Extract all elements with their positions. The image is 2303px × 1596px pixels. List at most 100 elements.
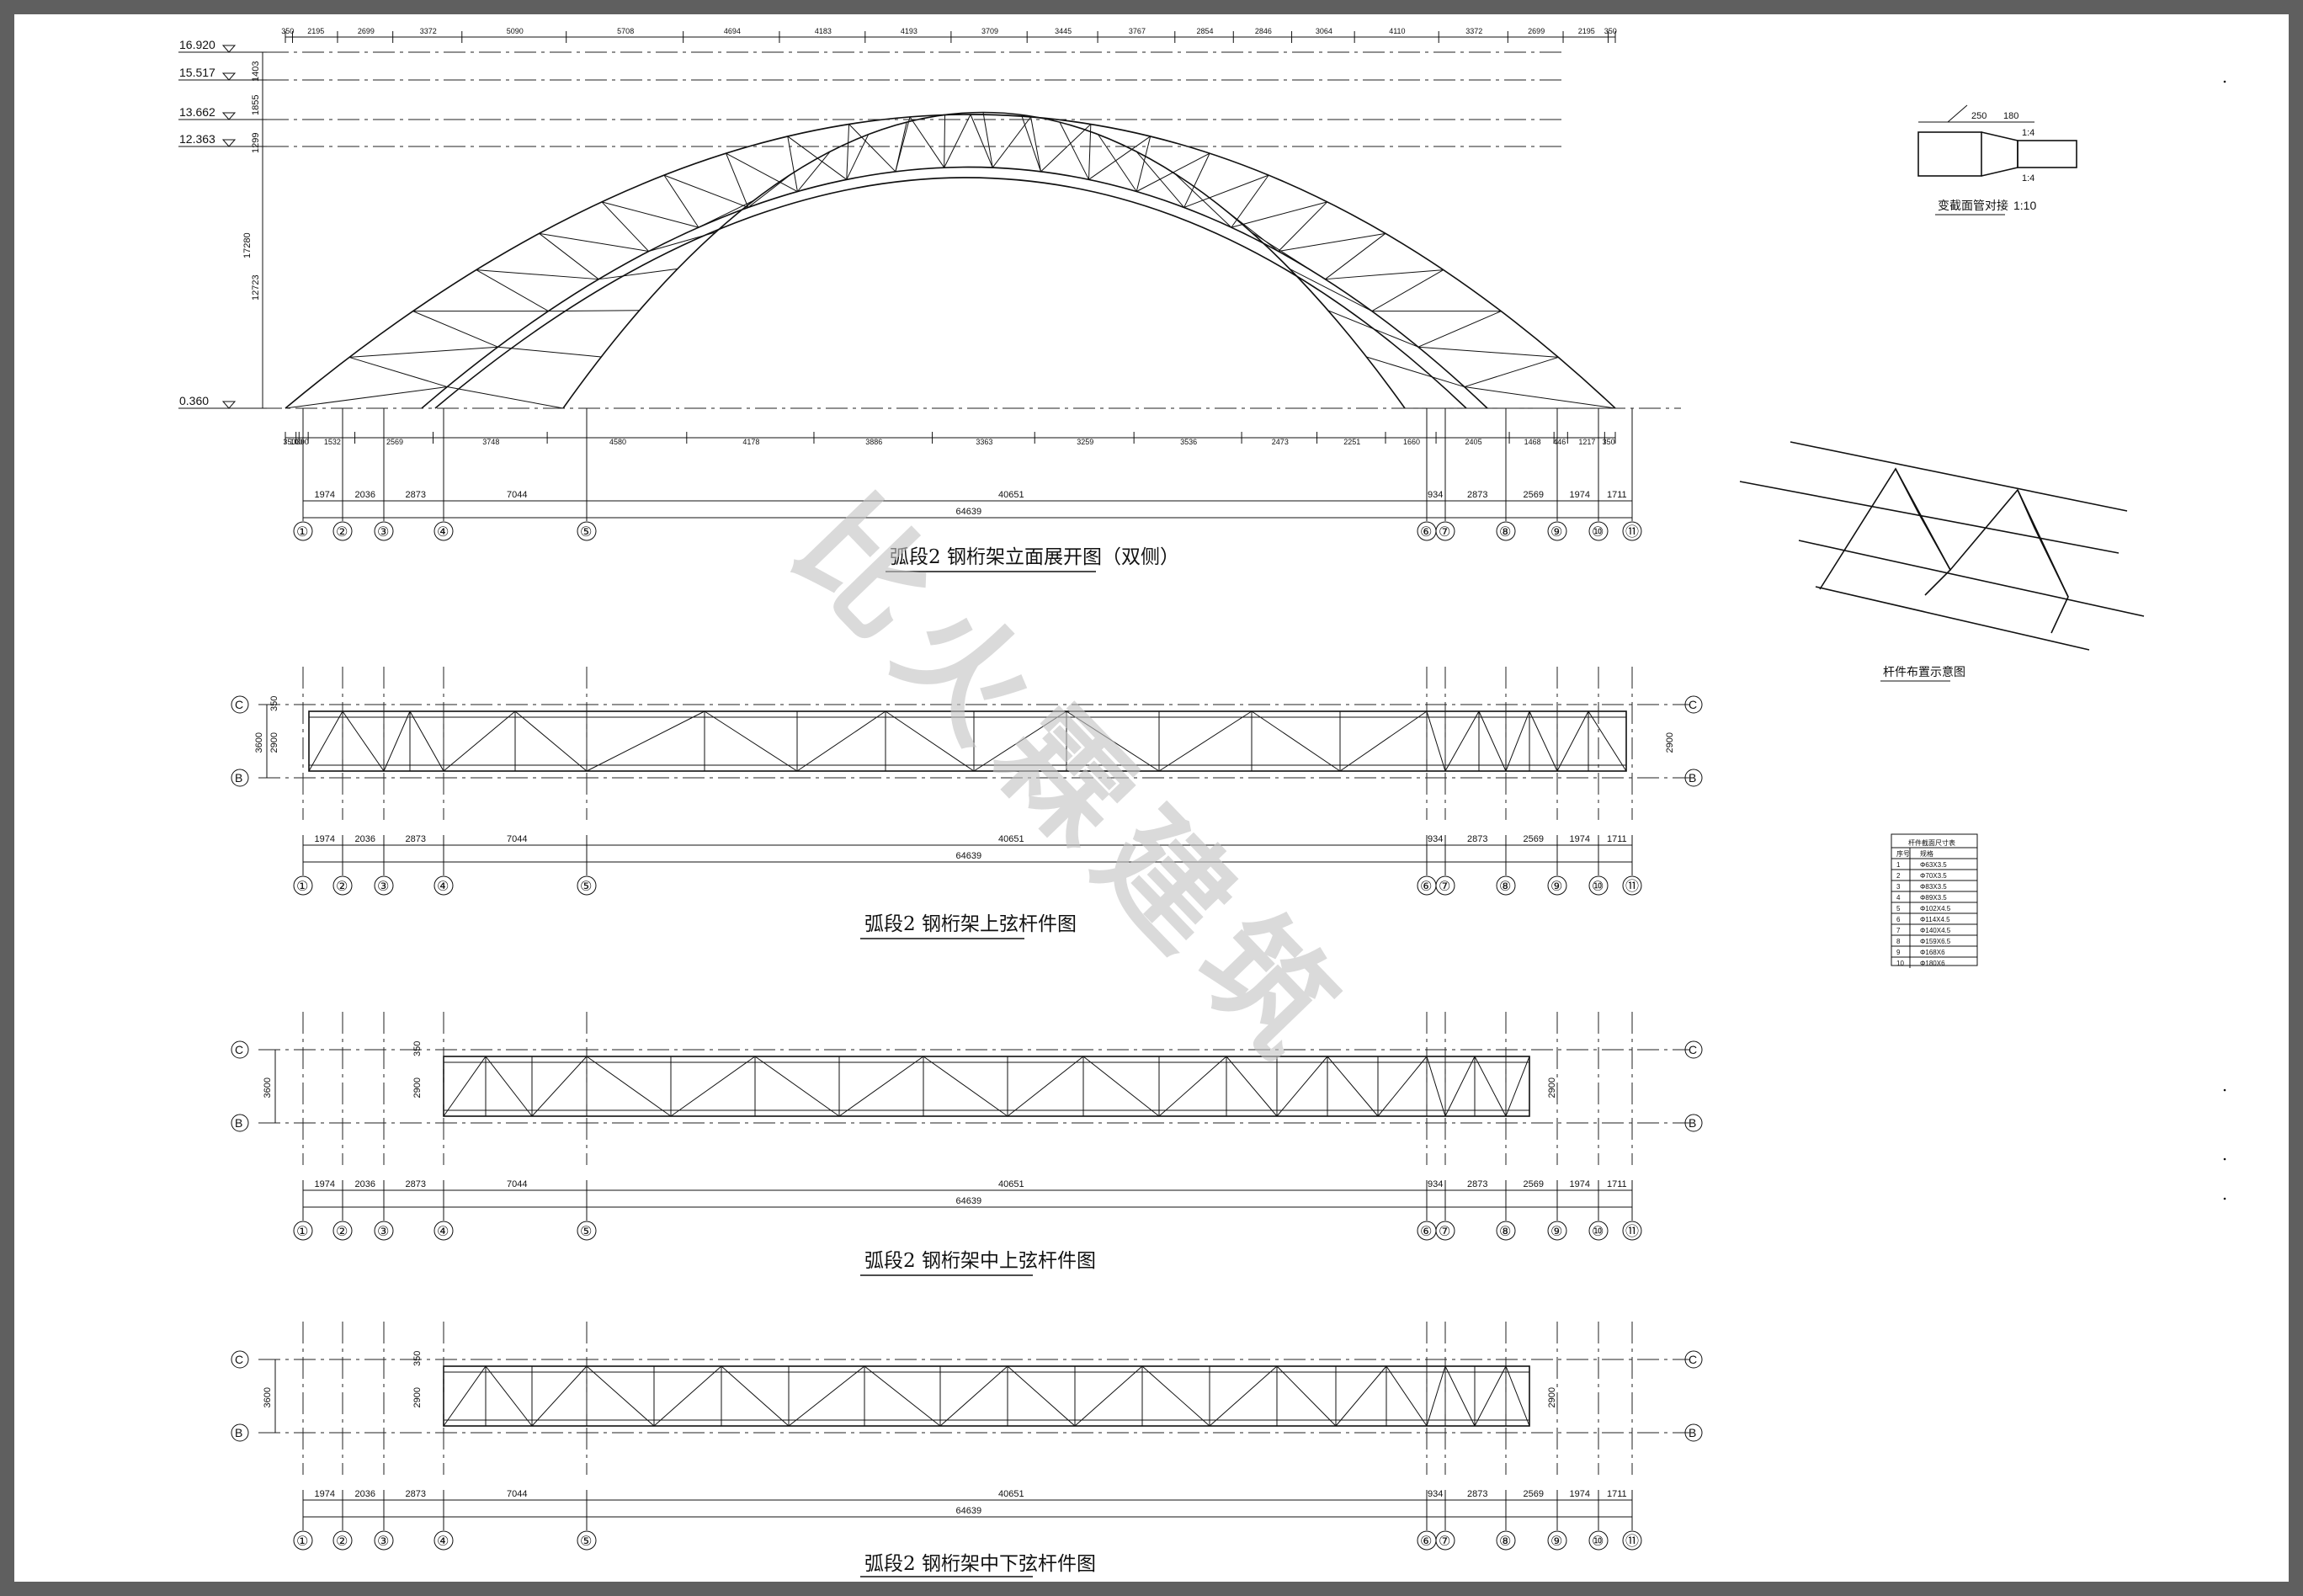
axis-label: ⑧ <box>1499 1225 1511 1239</box>
row-axis-bubble <box>231 695 249 714</box>
web-member <box>409 710 444 772</box>
web-member <box>1066 710 1160 772</box>
axis-bubble <box>433 1530 454 1551</box>
axis-label: ⑤ <box>580 880 592 894</box>
axis-spacing-value: 2036 <box>355 490 375 500</box>
member-table-index: 6 <box>1896 916 1901 923</box>
axis-spacing-value: 1711 <box>1607 490 1627 500</box>
web-member <box>1007 1365 1076 1427</box>
axis-bubble <box>293 1530 313 1551</box>
plan-width-value: 3600 <box>263 1077 273 1098</box>
web-member <box>485 1056 533 1117</box>
row-axis-bubble <box>1684 1040 1703 1059</box>
row-axis-label: C <box>1689 1353 1697 1366</box>
axis-spacing-value: 1974 <box>315 490 335 500</box>
axis-bubble <box>332 875 353 896</box>
vertical-dim-body: 12723 <box>251 274 261 301</box>
web-diagonal <box>848 124 896 173</box>
axis-label: ③ <box>377 880 389 894</box>
web-member <box>308 710 343 772</box>
support-dim-value: 1468 <box>1524 438 1541 446</box>
member-table-index: 5 <box>1896 905 1901 912</box>
row-axis-label: B <box>235 1426 242 1439</box>
row-axis-label: B <box>1689 771 1696 785</box>
sketch-chord-2 <box>1739 481 2120 554</box>
row-axis-bubble <box>1684 769 1703 787</box>
row-axis-bubble <box>1684 1350 1703 1369</box>
axis-bubble <box>1547 1221 1567 1241</box>
axis-bubble <box>1622 1221 1642 1241</box>
axis-bubble <box>1588 1221 1609 1241</box>
axis-bubble <box>332 521 353 541</box>
member-table-index: 序号 <box>1896 849 1910 858</box>
web-member <box>1529 710 1558 772</box>
web-diagonal <box>1464 386 1616 409</box>
level-triangle <box>221 72 237 81</box>
axis-spacing-value: 1974 <box>315 1179 335 1189</box>
web-member <box>1082 1056 1160 1117</box>
axis-spacing-value: 1711 <box>1607 1179 1627 1189</box>
web-member <box>443 1056 487 1117</box>
plan-width-value: 3600 <box>263 1387 273 1407</box>
web-member <box>1444 1365 1476 1427</box>
web-member <box>1074 1365 1143 1427</box>
top-dim-value: 350 <box>281 27 294 35</box>
web-strut <box>1136 151 1185 208</box>
axis-label: ① <box>296 1535 308 1549</box>
web-member <box>704 710 798 772</box>
web-diagonal <box>539 232 649 253</box>
level-value: 13.662 <box>179 105 215 119</box>
support-dim-value: 350 <box>1603 438 1615 446</box>
row-axis-label: B <box>1689 1116 1696 1130</box>
top-dim-value: 5708 <box>617 27 634 35</box>
web-diagonal <box>663 174 748 208</box>
support-dim-value: 2473 <box>1272 438 1289 446</box>
axis-label: ⑩ <box>1592 525 1604 540</box>
axis-spacing-value: 2873 <box>406 490 426 500</box>
web-diagonal <box>476 269 549 312</box>
axis-label: ④ <box>437 1225 449 1239</box>
mid-upper-chord-title: 弧段2 钢桁架中上弦杆件图 <box>864 1250 1096 1272</box>
axis-label: ⑪ <box>1625 1224 1639 1239</box>
web-member <box>721 1365 790 1427</box>
axis-bubble <box>332 1530 353 1551</box>
web-member <box>1505 1365 1530 1427</box>
web-strut <box>447 386 564 409</box>
axis-label: ⑧ <box>1499 1535 1511 1549</box>
top-dim-value: 2699 <box>1528 27 1545 35</box>
web-member <box>383 710 411 772</box>
member-table-frame <box>1891 833 1978 966</box>
member-table-spec: Φ102X4.5 <box>1920 905 1951 912</box>
web-diagonal <box>1183 174 1269 208</box>
detail-scale: 1:10 <box>2013 199 2036 212</box>
axis-bubble <box>374 1530 394 1551</box>
axis-label: ⑤ <box>580 525 592 540</box>
vertical-dim-1: 1403 <box>251 61 261 82</box>
web-strut <box>1327 310 1419 348</box>
support-dim-value: 100 <box>290 438 302 446</box>
axis-bubble <box>1496 875 1516 896</box>
member-table-spec: Φ180X6 <box>1920 960 1945 967</box>
web-diagonal <box>1231 174 1269 228</box>
web-member <box>485 1365 533 1427</box>
web-strut <box>1366 356 1465 388</box>
axis-spacing-value: 2569 <box>1524 1489 1544 1499</box>
support-dim-value: 2251 <box>1343 438 1360 446</box>
row-axis-bubble <box>1684 1423 1703 1442</box>
web-diagonal <box>663 174 699 228</box>
axis-label: ⑪ <box>1625 524 1639 540</box>
plan-depth-value: 2900 <box>412 1077 423 1098</box>
axis-label: ⑪ <box>1625 1534 1639 1549</box>
row-axis-label: B <box>235 1116 242 1130</box>
web-member <box>586 1365 655 1427</box>
web-diagonal <box>412 311 498 348</box>
web-diagonal <box>1325 269 1444 280</box>
axis-spacing-value: 40651 <box>998 490 1024 500</box>
axis-label: ⑥ <box>1420 1225 1432 1239</box>
